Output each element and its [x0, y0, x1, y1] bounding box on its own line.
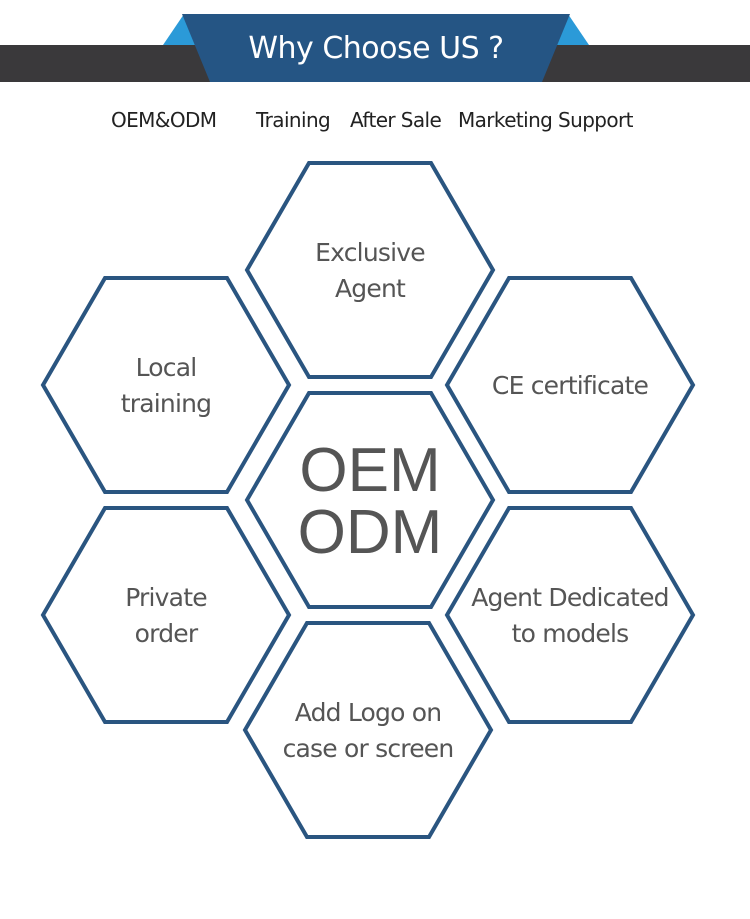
subtitle-marketing-support: Marketing Support — [458, 108, 634, 132]
hexagon-ce-certificate: CE certificate — [444, 276, 696, 494]
hexagon-label: Agent Dedicated — [471, 583, 669, 612]
page-title: Why Choose US ? — [248, 31, 503, 66]
hexagon-outline — [244, 161, 496, 379]
hexagon-label: training — [121, 389, 211, 418]
hexagon-outline — [40, 506, 292, 724]
hexagon-label: to models — [512, 619, 629, 648]
hexagon-outline — [244, 391, 496, 609]
hexagon-local-training: Local training — [40, 276, 292, 494]
hexagon-label: Exclusive — [315, 238, 425, 267]
hexagon-label: Private — [125, 583, 207, 612]
hexagon-label: case or screen — [283, 734, 454, 763]
hexagon-add-logo: Add Logo on case or screen — [242, 621, 494, 839]
subtitle-oem-odm: OEM&ODM — [111, 108, 217, 132]
hexagon-label: OEM — [299, 436, 440, 505]
hexagon-outline — [242, 621, 494, 839]
hexagon-label: Local — [136, 353, 197, 382]
hexagon-label: Add Logo on — [295, 698, 442, 727]
hexagon-outline — [444, 276, 696, 494]
title-banner — [182, 14, 570, 82]
hexagon-label: order — [135, 619, 199, 648]
hexagon-label: ODM — [298, 498, 443, 567]
hexagon-label: Agent — [335, 274, 406, 303]
hexagon-agent-dedicated: Agent Dedicated to models — [444, 506, 696, 724]
hexagon-private-order: Private order — [40, 506, 292, 724]
hexagon-label: CE certificate — [492, 371, 649, 400]
subtitle-training: Training — [256, 108, 331, 132]
hexagon-outline — [40, 276, 292, 494]
subtitle-after-sale: After Sale — [350, 108, 442, 132]
hexagon-outline — [444, 506, 696, 724]
